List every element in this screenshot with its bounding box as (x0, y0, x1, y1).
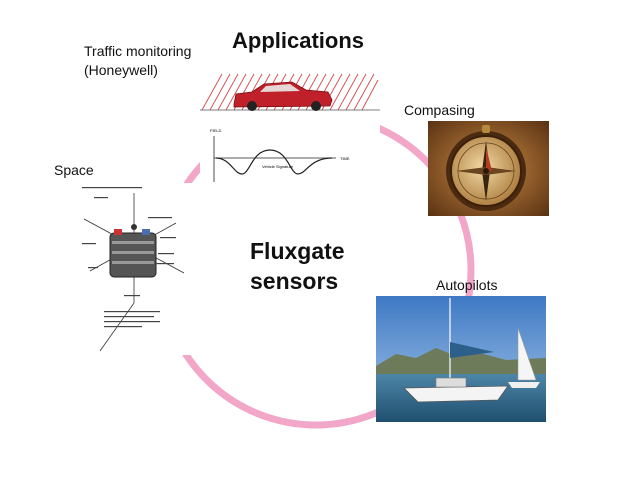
autopilots-caption: Autopilots (436, 277, 498, 293)
center-label-line1: Fluxgate (250, 238, 345, 264)
space-caption: Space (54, 162, 94, 178)
sailboat-illustration (376, 296, 546, 422)
satellite-illustration (82, 187, 185, 352)
field-signature-graph: FIELD TIME Vehicle Signature (210, 128, 350, 182)
traffic-caption-line2: (Honeywell) (84, 62, 158, 78)
compass-illustration (428, 121, 549, 216)
graph-xlabel: TIME (340, 156, 350, 161)
center-label: Fluxgate sensors (250, 236, 345, 296)
signature-curve (215, 149, 333, 175)
compass-image (428, 121, 549, 216)
diagram-title: Applications (232, 28, 365, 53)
car-icon (233, 81, 333, 111)
sailboat-icon (403, 298, 509, 403)
satellite-icon (83, 193, 185, 352)
compass-icon (446, 125, 526, 211)
center-label-line2: sensors (250, 268, 339, 294)
satellite-image (76, 183, 192, 355)
graph-ylabel: FIELD (210, 128, 221, 133)
sailboat-image (376, 296, 546, 422)
traffic-monitoring-image: FIELD TIME Vehicle Signature (200, 70, 380, 185)
distant-sailboat-icon (508, 327, 540, 388)
traffic-caption-line1: Traffic monitoring (84, 43, 192, 59)
traffic-illustration: FIELD TIME Vehicle Signature (200, 73, 380, 182)
traffic-caption: Traffic monitoring (Honeywell) (84, 42, 191, 80)
satellite-annotation-marks (82, 187, 176, 328)
signature-label: Vehicle Signature (262, 164, 294, 169)
compasing-caption: Compasing (404, 102, 475, 118)
